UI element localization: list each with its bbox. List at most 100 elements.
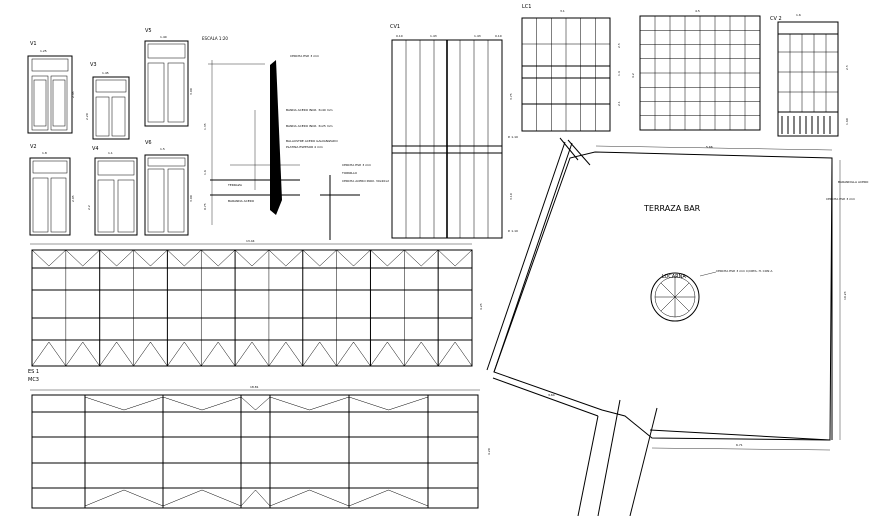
drafting-line [437,341,456,367]
drafting-line [167,341,185,367]
dim-terrace-bottom: 6.71 [736,443,743,447]
door-v1 [27,55,73,134]
drafting-line [268,249,287,267]
drafting-line [437,249,456,267]
drafting-line [674,296,690,312]
drafting-line [84,489,125,507]
terrace-title: TERRAZA BAR [643,204,701,213]
drafting-line [302,341,320,367]
drafting-line [99,341,117,367]
drafting-line [268,341,287,367]
tag-v4: V4 [92,146,99,152]
drafting-line [660,296,676,312]
skylight: LUCARNA CERCHA ESP. 3 mm C/CRTA. H. CON … [650,269,773,322]
door-v2 [29,157,71,236]
drafting-line [201,249,219,267]
grid-panel-elevation: 4.5 4.2 [631,9,761,131]
drafting-line [201,489,242,507]
dim-plan2-width: 18.81 [250,385,259,389]
drafting-line [31,249,50,267]
drafting-line [234,341,253,367]
dim-door-v3-width: 1.45 [102,71,109,75]
detail-note-1: CERCHA ESP. 3 mm [342,163,371,167]
dim-lc1-h2: 1.4 [617,71,621,76]
drafting-line [404,341,422,367]
dim-door-v2-width: 1.8 [42,151,47,155]
drafting-line [217,249,236,267]
drafting-line [48,341,67,367]
dim-cv2-h1: 2.5 [845,65,849,70]
dim-lc1-width: 3.1 [560,9,565,13]
drafting-line [348,396,389,411]
drafting-line [387,341,405,367]
drafting-line [319,341,337,367]
tag-cv2: CV 2 [770,16,782,22]
drafting-line [84,396,125,411]
drafting-line [336,249,354,267]
window-cv2-elevation: CV 2 1.6 2.5 1.60 [770,13,849,137]
edge-note-2: CERCHA ESP. 3 mm [826,197,855,201]
railing-section: ESCALA 1:20 CERCHA ESP. 3 mm BANDA ACERO… [202,36,389,240]
drafting-line [31,341,50,367]
dim-plan1-height: 4.25 [479,303,483,310]
drafting-line [123,489,164,507]
drafting-line [255,489,271,507]
window-cv1-elevation: CV1 0.10 1.43 1.43 0.10 3.75 3.10 P. 1.1… [390,24,518,239]
section-note-2: BANDA ACERO INOX. 3x40 mm [286,108,333,112]
drafting-line [251,341,270,367]
drafting-line [99,249,117,267]
drafting-line [387,249,405,267]
drafting-line [116,249,134,267]
dim-section-3: 0.75 [203,203,207,210]
drafting-line [116,341,134,367]
detail-note-2: TORNILLO [341,171,358,175]
dim-cv1-h2: 3.10 [509,193,513,200]
drafting-line [302,249,320,267]
drafting-line [201,396,242,411]
dim-cv1-w4: 0.10 [495,34,502,38]
drafting-line [184,341,202,367]
drafting-line [454,341,473,367]
drafting-line [674,282,690,298]
drafting-line [285,341,303,367]
drafting-line [201,341,219,367]
drafting-line [348,489,389,507]
dim-cv2-h2: 1.60 [845,118,849,125]
door-v3 [92,76,130,140]
dim-cv2-width: 1.6 [796,13,801,17]
section-note-4: BALAUSTRE ACERO GALVANIZADO [286,139,338,143]
drafting-line [251,249,270,267]
drafting-line [133,341,151,367]
section-note-6: TERRAZA [227,183,243,187]
drafting-line [150,341,168,367]
dim-lc1-h1: 2.5 [617,43,621,48]
section-note-3: BANDA ACERO INOX. 3x25 mm [286,124,333,128]
door-v6 [144,154,189,236]
dim-grid-height: 4.2 [631,73,635,78]
drafting-line [65,341,83,367]
dim-lc1-h3: 2.1 [617,101,621,106]
tag-v3: V3 [90,62,97,68]
tag-cv1: CV1 [390,24,400,30]
drafting-line [240,489,256,507]
drafting-line [167,249,185,267]
tag-lc1: LC1 [522,4,531,10]
roof-plan-lower: ES 1 MC3 18.81 4.20 [28,369,491,509]
dim-door-v1-height: 2.45 [71,91,75,98]
dim-door-v5-height: 3.00 [189,88,193,95]
drafting-line [184,249,202,267]
drafting-line [309,489,350,507]
door-v4 [94,157,138,236]
dim-cv1-h1: 3.75 [509,93,513,100]
drafting-line [353,341,371,367]
dim-door-v3-height: 2.20 [85,113,89,120]
dim-cv1-w2: 1.43 [430,34,437,38]
dim-terrace-right: 10.23 [843,291,847,300]
dim-grid-width: 4.5 [695,9,700,13]
dim-plan2-height: 4.20 [487,448,491,455]
terrace-outline [493,151,833,441]
drafting-line [285,249,303,267]
skylight-label: LUCARNA [662,274,686,280]
drafting-line [234,249,253,267]
